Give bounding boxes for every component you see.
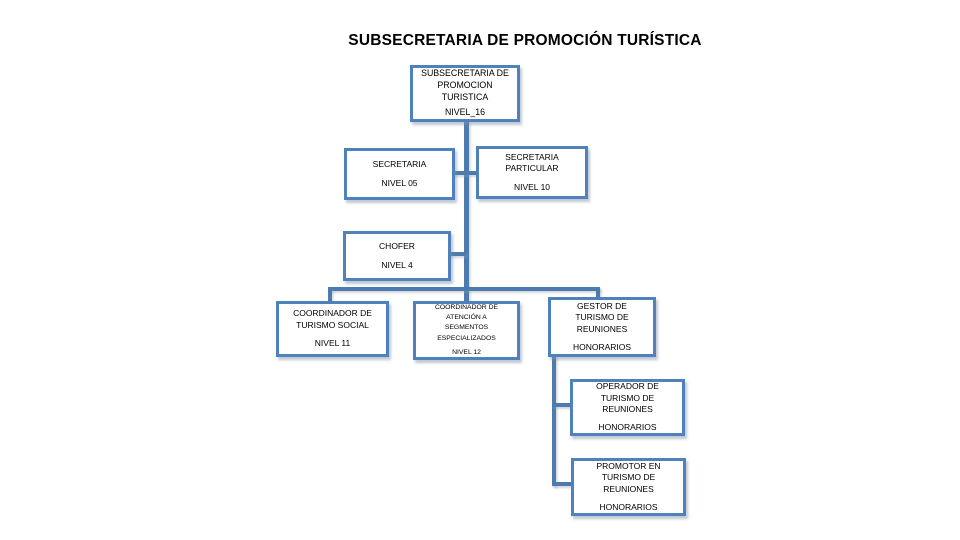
node-level: NIVEL 4 xyxy=(381,259,413,270)
node-level: HONORARIOS xyxy=(572,341,632,352)
node-level: NIVEL 11 xyxy=(314,338,351,349)
node-level: NIVEL 10 xyxy=(513,181,551,192)
connector-chofer-horizontal xyxy=(448,252,466,256)
connector-main-vertical xyxy=(464,121,469,302)
org-node-secretaria-particular: SECRETARIA PARTICULAR NIVEL 10 xyxy=(476,146,588,199)
node-level: NIVEL_16 xyxy=(444,106,486,117)
node-title: OPERADOR DE TURISMO DE REUNIONES xyxy=(596,381,659,414)
node-title: COORDINADOR DE ATENCIÓN A SEGMENTOS ESPE… xyxy=(434,304,499,342)
connector-drop-left-vertical xyxy=(328,287,332,303)
connector-operador-horizontal xyxy=(552,403,572,407)
org-node-coordinador-atencion-segmentos: COORDINADOR DE ATENCIÓN A SEGMENTOS ESPE… xyxy=(413,301,520,360)
node-title: SECRETARIA xyxy=(372,159,427,170)
org-node-chofer: CHOFER NIVEL 4 xyxy=(343,231,451,281)
node-level: NIVEL 05 xyxy=(381,177,418,188)
node-level: NIVEL 12 xyxy=(452,348,481,356)
node-title: COORDINADOR DE TURISMO SOCIAL xyxy=(293,308,372,330)
connector-secretarias-horizontal xyxy=(452,171,478,175)
node-title: PROMOTOR EN TURISMO DE REUNIONES xyxy=(596,460,661,494)
org-node-coordinador-turismo-social: COORDINADOR DE TURISMO SOCIAL NIVEL 11 xyxy=(276,301,389,357)
connector-distribution-horizontal xyxy=(328,287,600,291)
node-title: SUBSECRETARIA DE PROMOCION TURISTICA xyxy=(421,68,509,102)
org-node-secretaria: SECRETARIA NIVEL 05 xyxy=(344,148,455,200)
org-node-operador-turismo-reuniones: OPERADOR DE TURISMO DE REUNIONES HONORAR… xyxy=(570,379,685,436)
node-level: HONORARIOS xyxy=(598,422,657,433)
page-title: SUBSECRETARIA DE PROMOCIÓN TURÍSTICA xyxy=(348,32,702,49)
connector-drop-right-vertical xyxy=(596,287,600,299)
connector-promotor-horizontal xyxy=(552,482,574,486)
org-node-gestor-turismo-reuniones: GESTOR DE TURISMO DE REUNIONES HONORARIO… xyxy=(548,297,656,357)
org-node-subsecretaria: SUBSECRETARIA DE PROMOCION TURISTICA NIV… xyxy=(410,65,520,122)
connector-gestor-vertical xyxy=(552,355,556,486)
node-title: CHOFER xyxy=(379,241,415,252)
node-title: GESTOR DE TURISMO DE REUNIONES xyxy=(575,300,629,334)
org-node-promotor-turismo-reuniones: PROMOTOR EN TURISMO DE REUNIONES HONORAR… xyxy=(571,458,686,516)
node-title: SECRETARIA PARTICULAR xyxy=(505,151,559,174)
node-level: HONORARIOS xyxy=(599,501,658,512)
